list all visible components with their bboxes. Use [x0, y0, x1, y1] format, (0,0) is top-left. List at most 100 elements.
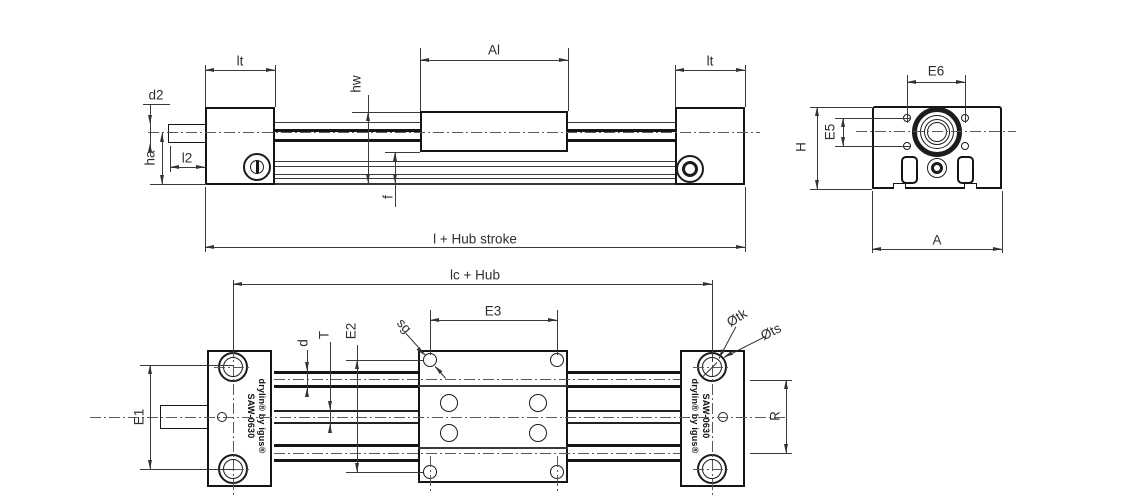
profile-line [275, 166, 675, 167]
carriage-plan [418, 350, 568, 483]
extension-line [346, 360, 423, 361]
arrow-icon [305, 388, 309, 397]
dim-label-lt-left: lt [236, 53, 244, 69]
dim-line-e1 [150, 365, 151, 469]
arrow-icon [548, 318, 557, 322]
brand-line-model: SAW-0630 [246, 393, 256, 439]
extension-line [835, 146, 911, 147]
arrow-icon [328, 424, 332, 433]
arrow-icon [393, 152, 397, 161]
extension-line [907, 75, 908, 123]
profile-bottom-line [275, 183, 675, 185]
screw-slot-circle [250, 160, 264, 174]
dim-line-t [330, 342, 331, 430]
leader-line [143, 104, 170, 105]
bearing-bore [927, 122, 947, 142]
center-screw [927, 158, 947, 178]
arrow-icon [784, 380, 788, 389]
arrow-icon [815, 180, 819, 189]
dim-line-length [205, 247, 745, 248]
arrow-icon [148, 143, 152, 152]
screw-centerline [214, 367, 252, 368]
arrow-icon [784, 444, 788, 453]
dim-line-h [817, 107, 818, 189]
dim-line-l2 [170, 167, 205, 168]
dim-label-lt-right: lt [706, 53, 714, 69]
dim-line-lt-left [205, 70, 275, 71]
arrow-icon [160, 133, 164, 142]
brand-line-drylin: drylin® by igus® [257, 378, 267, 454]
extension-line [745, 65, 746, 107]
extension-line [745, 187, 746, 252]
block-axis-centerline [712, 346, 713, 497]
extension-line [140, 469, 234, 470]
arrow-icon [148, 115, 152, 124]
carriage-recess-line [418, 447, 568, 449]
extension-line [712, 280, 713, 362]
carriage-corner-hole [550, 353, 564, 367]
extension-line [835, 118, 911, 119]
arrow-icon [205, 245, 214, 249]
profile-line [275, 161, 675, 162]
arrow-icon [736, 245, 745, 249]
extension-line [352, 112, 420, 113]
extension-line [872, 191, 873, 253]
arrow-icon [815, 107, 819, 116]
dim-line-e5 [843, 118, 844, 146]
arrow-icon [736, 68, 745, 72]
dim-label-e6: E6 [927, 63, 945, 79]
screw-slot [256, 161, 259, 173]
arrow-icon [841, 137, 845, 146]
extension-line [275, 65, 276, 107]
dim-label-f: f [380, 195, 396, 199]
dim-line-d [307, 350, 308, 396]
carriage-thread-hole [529, 424, 547, 442]
brand-marking-left: drylin® by igus® SAW-0630 [245, 356, 267, 476]
screw-head-icon [243, 153, 271, 181]
carriage-side [420, 111, 568, 152]
dim-label-sg: sg [393, 315, 415, 337]
screw-ring-icon [682, 161, 698, 177]
dim-line-hw [368, 95, 369, 183]
arrow-icon [170, 165, 179, 169]
main-centerline [90, 417, 785, 418]
dim-label-d2: d2 [148, 87, 164, 103]
centerline [856, 131, 1016, 132]
arrow-icon [956, 80, 965, 84]
dim-label-t: T [316, 330, 332, 340]
arrow-icon [366, 174, 370, 183]
arrow-icon [148, 460, 152, 469]
dim-label-ha: ha [142, 150, 158, 166]
rail-centerline [274, 379, 680, 380]
extension-line [568, 48, 569, 111]
extension-line [750, 453, 792, 454]
dim-label-e5: E5 [822, 123, 838, 141]
rail-centerline [274, 453, 680, 454]
centerline [148, 132, 760, 133]
dim-label-length: l + Hub stroke [433, 231, 517, 247]
carriage-thread-hole [529, 394, 547, 412]
dim-label-a: A [932, 232, 942, 248]
extension-line [150, 184, 207, 185]
extension-line [233, 280, 234, 352]
dim-label-hw: hw [348, 75, 364, 93]
arrow-icon [205, 68, 214, 72]
dim-label-d: d [295, 339, 311, 347]
dim-label-h: H [793, 142, 809, 152]
dim-line-ha [162, 133, 163, 184]
screw-head-icon [676, 155, 704, 183]
dim-line-lt-right [675, 70, 745, 71]
arrow-icon [430, 318, 439, 322]
arrow-icon [160, 175, 164, 184]
extension-line [420, 48, 421, 111]
dim-line-al [420, 60, 568, 61]
extension-line [170, 146, 171, 172]
hole-centerline [430, 456, 431, 492]
extension-line [430, 310, 431, 355]
profile-line [275, 174, 675, 175]
hole-centerline [557, 456, 558, 492]
dim-label-ts: Øts [758, 320, 784, 344]
brand-line-drylin: drylin® by igus® [690, 378, 700, 454]
carriage-thread-hole [440, 394, 458, 412]
